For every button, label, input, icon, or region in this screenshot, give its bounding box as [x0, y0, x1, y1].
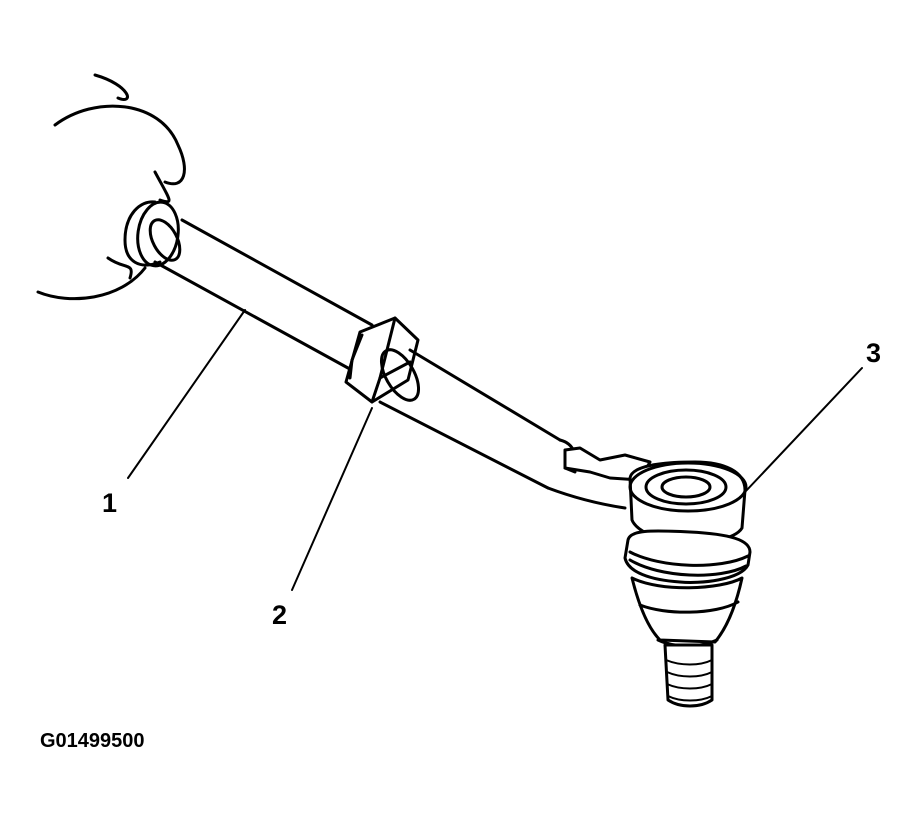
callout-3: 3 [866, 338, 881, 368]
leader-line-3 [744, 367, 863, 493]
leader-lines [127, 309, 863, 591]
figure-id: G01499500 [40, 730, 145, 752]
ball-socket [623, 460, 752, 708]
inner-tie-rod [148, 218, 374, 370]
callout-2: 2 [272, 600, 287, 630]
leader-line-2 [291, 407, 373, 591]
outer-tie-rod [378, 348, 652, 510]
callout-1: 1 [102, 488, 117, 518]
leader-line-1 [127, 309, 246, 479]
